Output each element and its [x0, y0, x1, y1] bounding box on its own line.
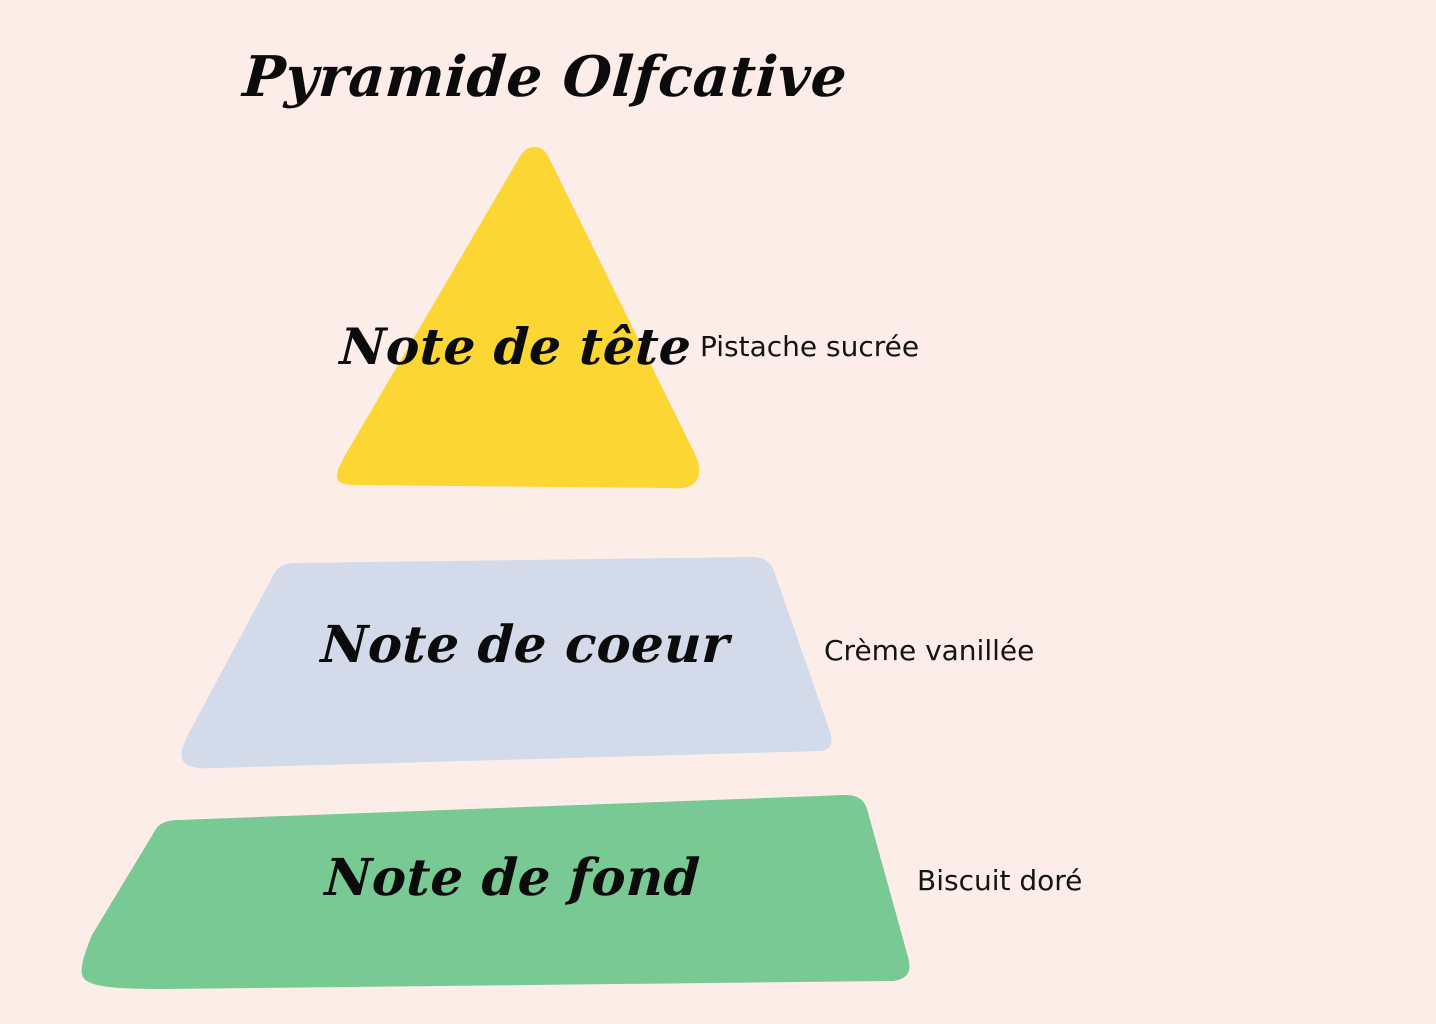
pyramid-tier-base-description: Biscuit doré [917, 864, 1083, 897]
pyramid-tier-heart-label: Note de coeur [319, 615, 731, 675]
pyramid-tier-base-label: Note de fond [323, 848, 702, 908]
pyramid-tier-heart-description: Crème vanillée [824, 634, 1035, 667]
pyramid-tier-top-shape[interactable] [337, 147, 700, 489]
pyramid-tier-top-description: Pistache sucrée [700, 330, 920, 363]
pyramid-tier-heart-shape[interactable] [181, 557, 832, 769]
pyramid-tier-base-shape[interactable] [81, 795, 910, 989]
pyramid-tier-top-label: Note de tête [338, 317, 693, 376]
